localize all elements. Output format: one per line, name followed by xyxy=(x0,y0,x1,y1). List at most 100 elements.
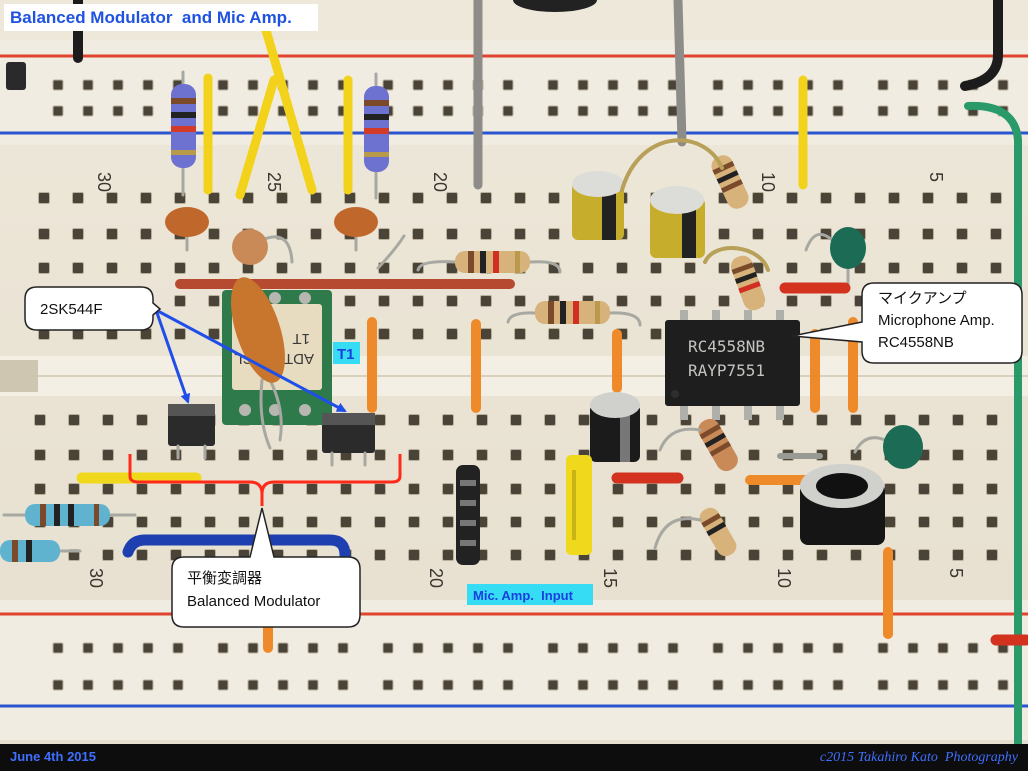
top-component xyxy=(513,0,597,12)
breadboard-hole xyxy=(986,449,998,461)
breadboard-hole xyxy=(616,262,628,274)
breadboard-hole xyxy=(170,516,182,528)
breadboard-hole xyxy=(378,328,390,340)
breadboard-hole xyxy=(412,642,424,654)
capacitor-lead xyxy=(703,246,770,272)
jumper-connector xyxy=(456,465,480,565)
breadboard-hole xyxy=(106,228,118,240)
breadboard-hole xyxy=(170,483,182,495)
breadboard-hole xyxy=(208,192,220,204)
footer-band xyxy=(0,744,1028,771)
breadboard-hole xyxy=(832,679,844,691)
breadboard-hole xyxy=(140,228,152,240)
breadboard-hole xyxy=(514,328,526,340)
transistor-callout-label: 2SK544F xyxy=(40,301,103,318)
breadboard-hole xyxy=(52,642,64,654)
breadboard-hole xyxy=(204,483,216,495)
breadboard-hole xyxy=(82,642,94,654)
breadboard-hole xyxy=(607,79,619,91)
breadboard-hole xyxy=(102,449,114,461)
breadboard-hole xyxy=(637,679,649,691)
breadboard-hole xyxy=(378,228,390,240)
breadboard-hole xyxy=(718,228,730,240)
transistor xyxy=(168,404,215,460)
electrolytic-capacitor xyxy=(572,171,624,240)
breadboard-hole xyxy=(502,642,514,654)
breadboard-hole xyxy=(922,192,934,204)
connector xyxy=(6,62,26,90)
breadboard-hole xyxy=(340,483,352,495)
breadboard-hole xyxy=(272,516,284,528)
footer-credit: c2015 Takahiro Kato Photography xyxy=(820,750,1019,765)
breadboard-hole xyxy=(820,295,832,307)
breadboard-hole xyxy=(408,449,420,461)
column-number: 30 xyxy=(94,172,114,192)
breadboard-hole xyxy=(667,105,679,117)
breadboard-hole xyxy=(820,262,832,274)
breadboard-hole xyxy=(337,642,349,654)
breadboard-hole xyxy=(544,449,556,461)
breadboard-hole xyxy=(374,549,386,561)
footer-date: June 4th 2015 xyxy=(10,749,96,764)
breadboard-hole xyxy=(786,295,798,307)
breadboard-hole xyxy=(172,642,184,654)
breadboard-hole xyxy=(680,483,692,495)
breadboard-hole xyxy=(34,414,46,426)
breadboard-hole xyxy=(68,483,80,495)
breadboard-hole xyxy=(472,642,484,654)
breadboard-hole xyxy=(547,79,559,91)
chip-marking: RC4558NB xyxy=(688,337,765,356)
breadboard-hole xyxy=(680,549,692,561)
breadboard-hole xyxy=(306,449,318,461)
breadboard-hole xyxy=(646,516,658,528)
breadboard-hole xyxy=(952,549,964,561)
resistor xyxy=(364,72,389,200)
breadboard-hole xyxy=(408,549,420,561)
breadboard-hole xyxy=(480,228,492,240)
breadboard-hole xyxy=(310,228,322,240)
breadboard-hole xyxy=(712,679,724,691)
breadboard-hole xyxy=(344,192,356,204)
resistor xyxy=(730,255,766,311)
breadboard-hole xyxy=(850,549,862,561)
capacitor-lead xyxy=(620,138,724,192)
column-number: 10 xyxy=(774,568,794,588)
breadboard-hole xyxy=(476,414,488,426)
breadboard-hole xyxy=(174,295,186,307)
breadboard-hole xyxy=(408,516,420,528)
transistor-arrow xyxy=(154,309,191,404)
page-title: Balanced Modulator and Mic Amp. xyxy=(4,4,318,31)
resistor-lead xyxy=(658,427,702,452)
breadboard-hole xyxy=(102,483,114,495)
column-number: 5 xyxy=(946,568,966,578)
breadboard-hole xyxy=(742,105,754,117)
breadboard-hole xyxy=(344,295,356,307)
breadboard-hole xyxy=(952,414,964,426)
breadboard-hole xyxy=(952,516,964,528)
breadboard-hole xyxy=(446,295,458,307)
breadboard-hole xyxy=(748,549,760,561)
breadboard-hole xyxy=(82,79,94,91)
breadboard-hole xyxy=(52,105,64,117)
breadboard-hole xyxy=(442,105,454,117)
ceramic-capacitor xyxy=(853,425,923,469)
breadboard-hole xyxy=(136,549,148,561)
breadboard-hole xyxy=(72,262,84,274)
breadboard-hole xyxy=(956,192,968,204)
breadboard-hole xyxy=(476,449,488,461)
breadboard-hole xyxy=(782,516,794,528)
breadboard-hole xyxy=(382,79,394,91)
breadboard-hole xyxy=(650,262,662,274)
breadboard-hole xyxy=(577,679,589,691)
column-number: 25 xyxy=(264,172,284,192)
breadboard-hole xyxy=(374,414,386,426)
breadboard-hole xyxy=(772,642,784,654)
breadboard-hole xyxy=(307,79,319,91)
breadboard-hole xyxy=(888,192,900,204)
breadboard-hole xyxy=(408,483,420,495)
breadboard-hole xyxy=(684,295,696,307)
breadboard-hole xyxy=(472,679,484,691)
breadboard-hole xyxy=(922,228,934,240)
breadboard-hole xyxy=(102,414,114,426)
